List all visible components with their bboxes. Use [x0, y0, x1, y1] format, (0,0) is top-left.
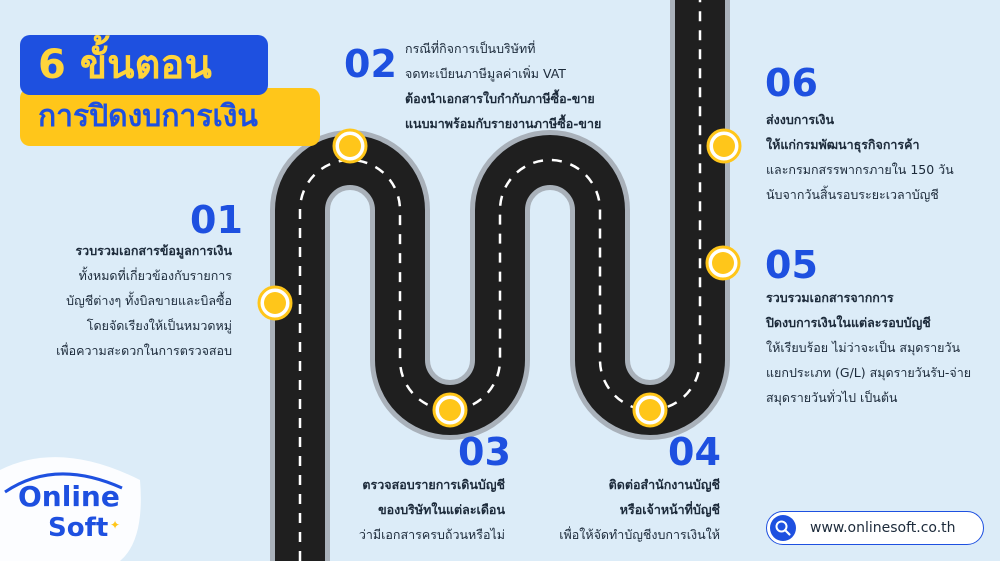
title-line2: การปิดงบการเงิน — [38, 99, 258, 134]
step-04-line-3: เพื่อให้จัดทำบัญชีงบการเงินให้ — [559, 527, 720, 542]
step-05-line-5: สมุดรายวันทั่วไป เป็นต้น — [766, 390, 898, 405]
step-03-number: 03 — [458, 430, 511, 474]
step-02-line-1: กรณีที่กิจการเป็นบริษัทที่ — [405, 41, 536, 56]
step-05-text: รวบรวมเอกสารจากการปิดงบการเงินในแต่ละรอบ… — [766, 285, 971, 410]
logo-soft-text: Soft — [48, 513, 109, 543]
pin-step-04 — [632, 392, 668, 428]
step-06-line-2: ให้แก่กรมพัฒนาธุรกิจการค้า — [766, 137, 920, 152]
step-06-line-4: นับจากวันสิ้นรอบระยะเวลาบัญชี — [766, 187, 939, 202]
title-line1: 6 ขั้นตอน — [38, 42, 212, 88]
pin-step-06 — [706, 128, 742, 164]
step-01-line-2: ทั้งหมดที่เกี่ยวข้องกับรายการ — [78, 268, 232, 283]
title-banner-subtitle: การปิดงบการเงิน — [20, 88, 320, 146]
step-01-line-3: บัญชีต่างๆ ทั้งบิลขายและบิลซื้อ — [66, 293, 232, 308]
step-04-line-2: หรือเจ้าหน้าที่บัญชี — [619, 502, 720, 517]
step-04-text: ติดต่อสำนักงานบัญชีหรือเจ้าหน้าที่บัญชีเ… — [559, 472, 720, 547]
step-02-text: กรณีที่กิจการเป็นบริษัทที่จดทะเบียนภาษีม… — [405, 36, 601, 136]
step-05-line-4: แยกประเภท (G/L) สมุดรายวันรับ-จ่าย — [766, 365, 972, 380]
search-icon — [770, 515, 796, 541]
step-03-text: ตรวจสอบรายการเดินบัญชีของบริษัทในแต่ละเด… — [359, 472, 505, 547]
step-05-line-3: ให้เรียบร้อย ไม่ว่าจะเป็น สมุดรายวัน — [766, 340, 961, 355]
pin-step-05 — [705, 245, 741, 281]
step-02-line-3: ต้องนำเอกสารใบกำกับภาษีซื้อ-ขาย — [405, 91, 595, 106]
step-01-line-1: รวบรวมเอกสารข้อมูลการเงิน — [75, 243, 232, 258]
logo-sparkle-icon: ✦ — [110, 518, 121, 532]
step-01-line-4: โดยจัดเรียงให้เป็นหมวดหมู่ — [86, 318, 232, 333]
logo-online-text: Online — [18, 480, 120, 513]
step-02-number: 02 — [344, 42, 397, 86]
pin-step-01 — [257, 285, 293, 321]
road-centre-line — [298, 0, 702, 561]
pin-step-02 — [332, 128, 368, 164]
logo-arc — [4, 472, 123, 494]
step-01-number: 01 — [190, 198, 243, 242]
step-02-line-4: แนบมาพร้อมกับรายงานภาษีซื้อ-ขาย — [405, 116, 602, 131]
step-03-line-1: ตรวจสอบรายการเดินบัญชี — [362, 477, 505, 492]
step-04-line-1: ติดต่อสำนักงานบัญชี — [608, 477, 720, 492]
step-01-text: รวบรวมเอกสารข้อมูลการเงินทั้งหมดที่เกี่ย… — [56, 238, 232, 363]
step-04-number: 04 — [668, 430, 721, 474]
step-06-line-3: และกรมกสรรพากรภายใน 150 วัน — [766, 162, 954, 177]
step-05-line-1: รวบรวมเอกสารจากการ — [766, 290, 894, 305]
step-01-line-5: เพื่อความสะดวกในการตรวจสอบ — [56, 343, 232, 358]
step-05-line-2: ปิดงบการเงินในแต่ละรอบบัญชี — [766, 315, 931, 330]
website-url[interactable]: www.onlinesoft.co.th — [810, 520, 956, 536]
step-03-line-2: ของบริษัทในแต่ละเดือน — [378, 502, 505, 517]
step-06-number: 06 — [765, 61, 818, 105]
step-03-line-3: ว่ามีเอกสารครบถ้วนหรือไม่ — [358, 527, 505, 542]
website-pill[interactable] — [766, 511, 984, 545]
step-06-line-1: ส่งงบการเงิน — [766, 112, 834, 127]
step-02-line-2: จดทะเบียนภาษีมูลค่าเพิ่ม VAT — [405, 66, 566, 81]
pin-step-03 — [432, 392, 468, 428]
step-06-text: ส่งงบการเงินให้แก่กรมพัฒนาธุรกิจการค้าแล… — [766, 107, 954, 207]
title-banner-main: 6 ขั้นตอน — [20, 35, 268, 95]
step-05-number: 05 — [765, 243, 818, 287]
